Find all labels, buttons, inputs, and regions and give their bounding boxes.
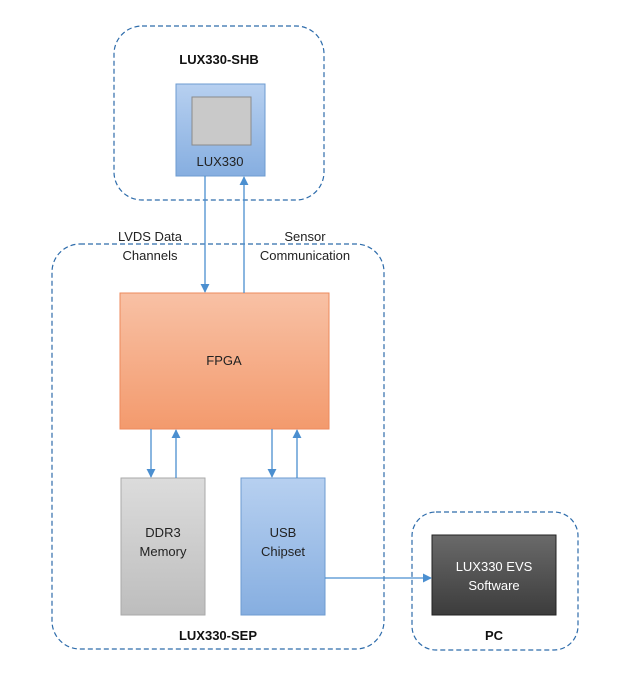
usb-label-line2: Chipset	[261, 544, 305, 559]
usb-chipset-block	[240, 477, 326, 616]
comm-label-line2: Communication	[260, 248, 350, 263]
sensor-label: LUX330	[197, 154, 244, 169]
group-title-sep: LUX330-SEP	[179, 628, 257, 643]
lvds-label-line2: Channels	[123, 248, 178, 263]
fpga-block	[119, 292, 330, 430]
evs-label-line2: Software	[468, 578, 519, 593]
lvds-label-line1: LVDS Data	[118, 229, 183, 244]
ddr3-memory-block	[120, 477, 206, 616]
evs-software-block	[431, 534, 557, 616]
usb-label-line1: USB	[270, 525, 297, 540]
comm-label-line1: Sensor	[284, 229, 326, 244]
fpga-label: FPGA	[206, 353, 242, 368]
ddr3-label-line1: DDR3	[145, 525, 180, 540]
group-title-pc: PC	[485, 628, 504, 643]
group-title-shb: LUX330-SHB	[179, 52, 258, 67]
group-lux330-sep	[51, 243, 385, 650]
ddr3-label-line2: Memory	[140, 544, 187, 559]
sensor-die-icon	[191, 96, 252, 146]
group-lux330-shb	[113, 25, 325, 201]
evs-label-line1: LUX330 EVS	[456, 559, 533, 574]
group-pc	[411, 511, 579, 651]
